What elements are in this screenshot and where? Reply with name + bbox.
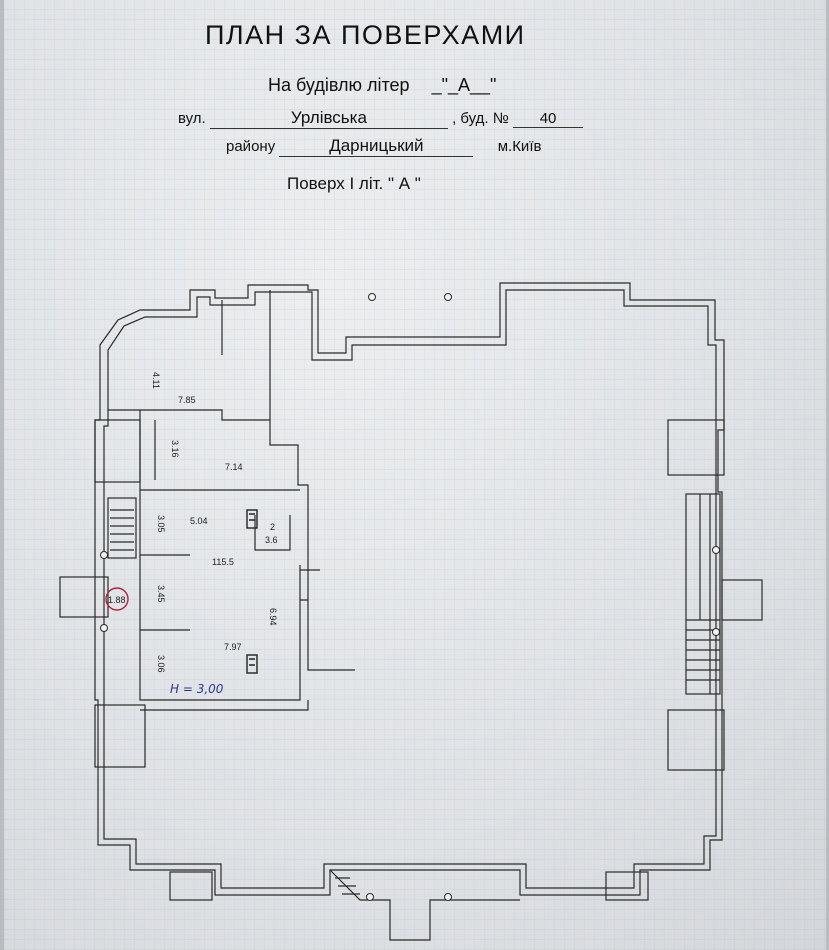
street-line: вул. Урлівська , буд. № 40 bbox=[178, 108, 584, 129]
dimension-label: 115.5 bbox=[212, 557, 234, 567]
wall-markers bbox=[100, 293, 720, 901]
dimension-label: 3.16 bbox=[170, 440, 180, 458]
dimension-label: 2 bbox=[270, 522, 275, 532]
city-label: м.Київ bbox=[497, 138, 542, 155]
dimension-labels: 4.11 7.85 3.16 7.14 3.05 5.04 2 3.6 115.… bbox=[108, 372, 278, 673]
dimension-label: 7.97 bbox=[224, 642, 242, 652]
building-letter-line: На будівлю літер _"_А__" bbox=[268, 75, 496, 96]
dimension-label: 4.11 bbox=[151, 372, 161, 389]
house-label: , буд. № bbox=[452, 110, 509, 127]
street-value: Урлівська bbox=[209, 108, 448, 129]
dimension-label: 3.45 bbox=[156, 585, 166, 603]
dimension-label: 1.88 bbox=[108, 595, 126, 605]
dimension-label: 3.6 bbox=[265, 535, 278, 545]
red-circle-annotation bbox=[105, 587, 129, 611]
house-value: 40 bbox=[513, 110, 584, 128]
document-title: ПЛАН ЗА ПОВЕРХАМИ bbox=[205, 20, 526, 50]
dimension-label: 5.04 bbox=[190, 516, 208, 526]
district-value: Дарницький bbox=[279, 136, 474, 157]
dimension-label: 3.06 bbox=[156, 655, 166, 673]
district-label: району bbox=[226, 138, 276, 155]
outer-walls bbox=[59, 282, 763, 941]
dimension-label: 7.85 bbox=[178, 395, 196, 405]
dimension-label: 6.94 bbox=[268, 608, 278, 626]
district-line: району Дарницький м.Київ bbox=[226, 136, 541, 157]
ceiling-height-note: H = 3,00 bbox=[170, 682, 224, 696]
dimension-label: 7.14 bbox=[225, 462, 243, 472]
dimension-label: 3.05 bbox=[156, 515, 166, 533]
building-letter: _"_А__" bbox=[431, 75, 497, 95]
floor-label: Поверх І літ. " А " bbox=[287, 174, 421, 193]
building-prefix: На будівлю літер bbox=[268, 75, 410, 95]
street-label: вул. bbox=[178, 110, 206, 127]
sink-fixtures bbox=[246, 509, 258, 674]
